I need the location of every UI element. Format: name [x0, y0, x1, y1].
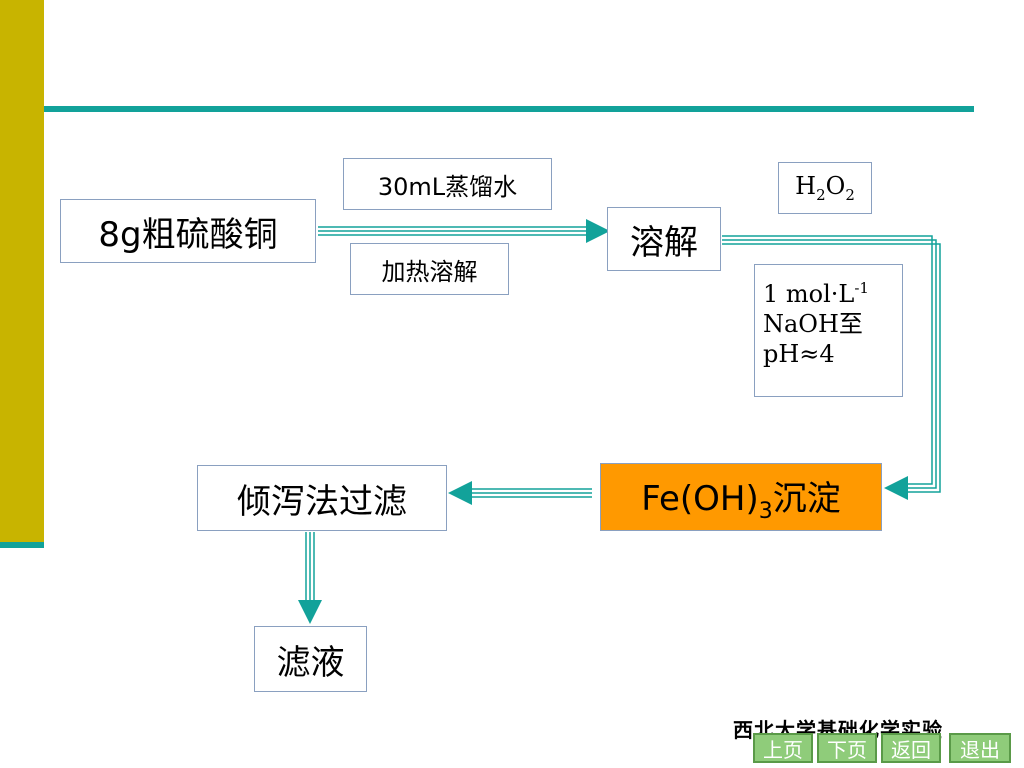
distilled-water-label: 30mL蒸馏水 — [377, 172, 518, 201]
arrow-crude-to-dissolve — [318, 226, 588, 236]
arrow-dissolve-to-precip — [722, 235, 941, 493]
arrowhead-decant — [448, 481, 472, 505]
dissolve-label: 溶解 — [630, 222, 698, 263]
naoh-line1: 1 mol·L-1 — [763, 279, 869, 308]
naoh-box: 1 mol·L-1 NaOH至 pH≈4 — [754, 264, 903, 397]
arrowhead-precip — [884, 476, 908, 500]
distilled-water-box: 30mL蒸馏水 — [343, 158, 552, 210]
filtrate-box: 滤液 — [254, 626, 367, 692]
arrowhead-filtrate — [298, 600, 322, 624]
filtrate-label: 滤液 — [276, 642, 345, 683]
next-page-button[interactable]: 下页 — [817, 733, 877, 763]
prev-page-button[interactable]: 上页 — [753, 733, 813, 763]
heat-dissolve-label: 加热溶解 — [381, 257, 478, 286]
h2o2-label: H2O2 — [795, 172, 855, 204]
arrow-precip-to-decant — [470, 488, 592, 498]
top-rule-line — [44, 106, 974, 112]
back-button[interactable]: 返回 — [881, 733, 941, 763]
naoh-line3: pH≈4 — [763, 340, 835, 368]
decant-filter-label: 倾泻法过滤 — [237, 481, 407, 522]
iron-hydroxide-precipitate-label: Fe(OH)3沉淀 — [641, 478, 841, 524]
h2o2-box: H2O2 — [778, 162, 872, 214]
exit-button[interactable]: 退出 — [949, 733, 1011, 763]
dissolve-box: 溶解 — [607, 207, 721, 271]
left-decor-bar — [0, 0, 44, 548]
left-decor-line — [0, 542, 44, 548]
heat-dissolve-box: 加热溶解 — [350, 243, 509, 295]
arrow-decant-to-filtrate — [305, 532, 315, 602]
naoh-line2: NaOH至 — [763, 310, 863, 338]
crude-copper-sulfate-box: 8g粗硫酸铜 — [60, 199, 316, 263]
arrowhead-dissolve — [586, 219, 610, 243]
crude-copper-sulfate-label: 8g粗硫酸铜 — [98, 214, 278, 255]
iron-hydroxide-precipitate-box: Fe(OH)3沉淀 — [600, 463, 882, 531]
decant-filter-box: 倾泻法过滤 — [197, 465, 447, 531]
